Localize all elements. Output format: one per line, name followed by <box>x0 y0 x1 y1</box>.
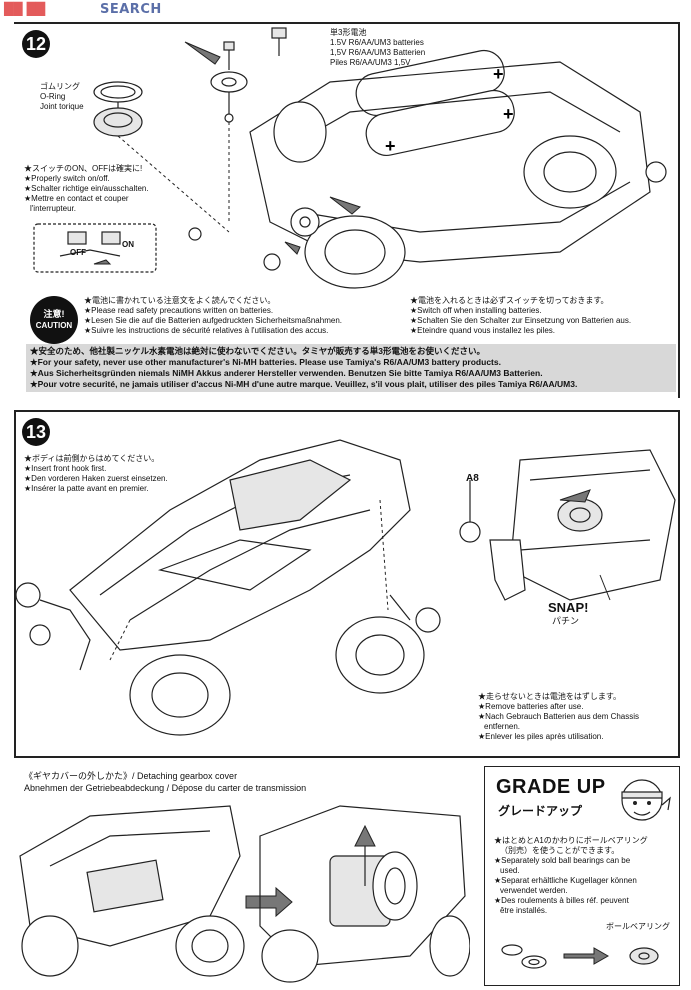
battery-label-line: 1.5V R6/AA/UM3 batteries <box>330 38 424 47</box>
body-notes: ★ボディは前側からはめてください。 ★Insert front hook fir… <box>24 454 168 494</box>
switch-notes: ★スイッチのON、OFFは確実に! ★Properly switch on/of… <box>24 164 149 214</box>
remove-note-line: ★Remove batteries after use. <box>478 702 584 711</box>
grade-up-title: GRADE UP <box>496 776 606 798</box>
snap-label: SNAP! <box>548 600 589 615</box>
caution-left-line: ★Please read safety precautions written … <box>84 306 274 315</box>
oring-label-line: Joint torique <box>40 102 84 111</box>
grade-up-note-line: ★はとめとA1のかわりにボールベアリング <box>494 836 648 845</box>
battery-label-line: 1,5V R6/AA/UM3 Batterien <box>330 48 426 57</box>
battery-label-line: Piles R6/AA/UM3 1,5V <box>330 58 411 67</box>
mascot-illustration <box>621 779 671 821</box>
grade-up-note-line: être installés. <box>500 906 548 915</box>
caution-right-line: ★Switch off when installing batteries. <box>410 306 542 315</box>
battery-label: 単3形電池 1.5V R6/AA/UM3 batteries 1,5V R6/A… <box>330 28 425 68</box>
body-note-line: ★ボディは前側からはめてください。 <box>24 454 160 463</box>
step-13-battery-detail <box>459 449 676 601</box>
remove-battery-notes: ★走らせないときは電池をはずします。 ★Remove batteries aft… <box>478 692 639 742</box>
bearing-label: ボールベアリング <box>606 922 670 931</box>
oring-label: ゴムリング O-Ring Joint torique <box>40 82 84 112</box>
switch-note-line: ★Properly switch on/off. <box>24 174 110 183</box>
grade-up-notes: ★はとめとA1のかわりにボールベアリング （別売）を使うことができます。 ★Se… <box>494 836 648 916</box>
grade-up-note-line: （別売）を使うことができます。 <box>500 846 620 855</box>
grade-up-note-line: ★Des roulements à billes réf. peuvent <box>494 896 629 905</box>
caution-left-line: ★電池に書かれている注意文をよく読んでください。 <box>84 296 276 305</box>
grade-up-note-line: verwendet werden. <box>500 886 568 895</box>
oring-label-line: ゴムリング <box>40 82 80 91</box>
caution-right-line: ★電池を入れるときは必ずスイッチを切っておきます。 <box>410 296 609 305</box>
switch-on-label: ON <box>122 240 134 249</box>
switch-note-line: ★Schalter richtige ein/ausschalten. <box>24 184 149 193</box>
snap-label-jp: パチン <box>552 616 580 626</box>
watermark-text: SEARCH <box>100 2 162 17</box>
caution-right-line: ★Eteindre quand vous installez les piles… <box>410 326 556 335</box>
caution-left-line: ★Lesen Sie die auf die Batterien aufgedr… <box>84 316 342 325</box>
gearbox-illustration <box>19 805 470 983</box>
body-note-line: ★Insérer la patte avant en premier. <box>24 484 149 493</box>
gearbox-title: 《ギヤカバーの外しかた》/ Detaching gearbox cover Ab… <box>24 770 306 794</box>
bearing-illustration <box>501 944 659 969</box>
caution-right-notes: ★電池を入れるときは必ずスイッチを切っておきます。 ★Switch off wh… <box>410 296 631 336</box>
caution-left-line: ★Suivre les instructions de sécurité rel… <box>84 326 329 335</box>
safety-warning-band: ★安全のため、他社製ニッケル水素電池は絶対に使わないでください。タミヤが販売する… <box>26 344 676 392</box>
step-12-illustration: + + + <box>93 27 667 289</box>
step-12-number: 12 <box>22 30 50 58</box>
gearbox-title-line: 《ギヤカバーの外しかた》/ Detaching gearbox cover <box>24 771 238 781</box>
step-13-body-illustration <box>15 439 441 736</box>
oring-label-line: O-Ring <box>40 92 66 101</box>
switch-note-line: ★Mettre en contact et couper <box>24 194 129 203</box>
caution-badge-jp: 注意! <box>43 309 65 319</box>
switch-note-line: ★スイッチのON、OFFは確実に! <box>24 164 143 173</box>
svg-text:+: + <box>503 104 514 124</box>
safety-warning-line: ★For your safety, never use other manufa… <box>30 357 501 367</box>
caution-badge: 注意! CAUTION <box>30 296 78 344</box>
grade-up-note-line: used. <box>500 866 520 875</box>
svg-text:+: + <box>385 136 396 156</box>
svg-text:+: + <box>493 64 504 84</box>
body-note-line: ★Insert front hook first. <box>24 464 107 473</box>
watermark-logo: ██ ██ <box>4 2 46 16</box>
switch-off-label: OFF <box>70 248 86 257</box>
grade-up-note-line: ★Separately sold ball bearings can be <box>494 856 631 865</box>
safety-warning-line: ★Pour votre securité, ne jamais utiliser… <box>30 379 578 389</box>
part-label-a8: A8 <box>466 473 479 484</box>
switch-detail: ON OFF <box>30 218 160 278</box>
remove-note-line: entfernen. <box>484 722 521 731</box>
step-13-number: 13 <box>22 418 50 446</box>
body-note-line: ★Den vorderen Haken zuerst einsetzen. <box>24 474 168 483</box>
caution-left-notes: ★電池に書かれている注意文をよく読んでください。 ★Please read sa… <box>84 296 342 336</box>
safety-warning-line: ★Aus Sicherheitsgründen niemals NiMH Akk… <box>30 368 543 378</box>
caution-right-line: ★Schalten Sie den Schalter zur Einsetzun… <box>410 316 632 325</box>
battery-label-line: 単3形電池 <box>330 28 367 37</box>
remove-note-line: ★Nach Gebrauch Batterien aus dem Chassis <box>478 712 640 721</box>
switch-note-line: l'interrupteur. <box>30 204 76 213</box>
caution-badge-en: CAUTION <box>35 321 73 330</box>
remove-note-line: ★Enlever les piles après utilisation. <box>478 732 604 741</box>
safety-warning-line: ★安全のため、他社製ニッケル水素電池は絶対に使わないでください。タミヤが販売する… <box>30 346 485 356</box>
gearbox-title-line: Abnehmen der Getriebeabdeckung / Dépose … <box>24 783 307 793</box>
grade-up-subtitle: グレードアップ <box>498 804 583 818</box>
remove-note-line: ★走らせないときは電池をはずします。 <box>478 692 622 701</box>
grade-up-note-line: ★Separat erhältliche Kugellager können <box>494 876 637 885</box>
